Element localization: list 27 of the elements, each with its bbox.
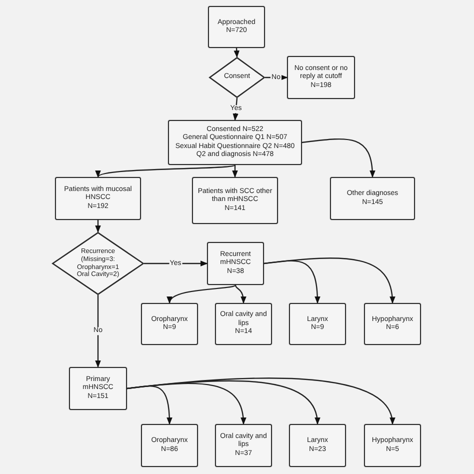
arrow — [126, 378, 394, 425]
arrow — [95, 220, 101, 233]
process-box — [141, 303, 198, 345]
arrow — [302, 138, 376, 178]
process-box — [364, 303, 421, 345]
arrow — [97, 164, 236, 178]
process-box — [207, 242, 264, 285]
arrow — [264, 258, 395, 304]
arrow — [234, 284, 246, 304]
arrow — [144, 260, 208, 266]
arrow — [232, 165, 238, 178]
arrow — [234, 48, 240, 58]
process-box — [289, 424, 346, 467]
process-box — [55, 177, 141, 220]
process-box — [287, 56, 355, 99]
process-box — [141, 424, 198, 467]
process-box — [192, 177, 278, 224]
process-box — [215, 424, 272, 467]
process-box — [208, 6, 265, 48]
process-box — [69, 367, 127, 410]
arrow — [168, 284, 236, 304]
arrow — [95, 295, 101, 368]
process-box — [330, 177, 415, 220]
process-box — [168, 120, 302, 165]
process-box — [215, 303, 272, 345]
process-box — [364, 424, 421, 467]
process-box — [289, 303, 346, 345]
